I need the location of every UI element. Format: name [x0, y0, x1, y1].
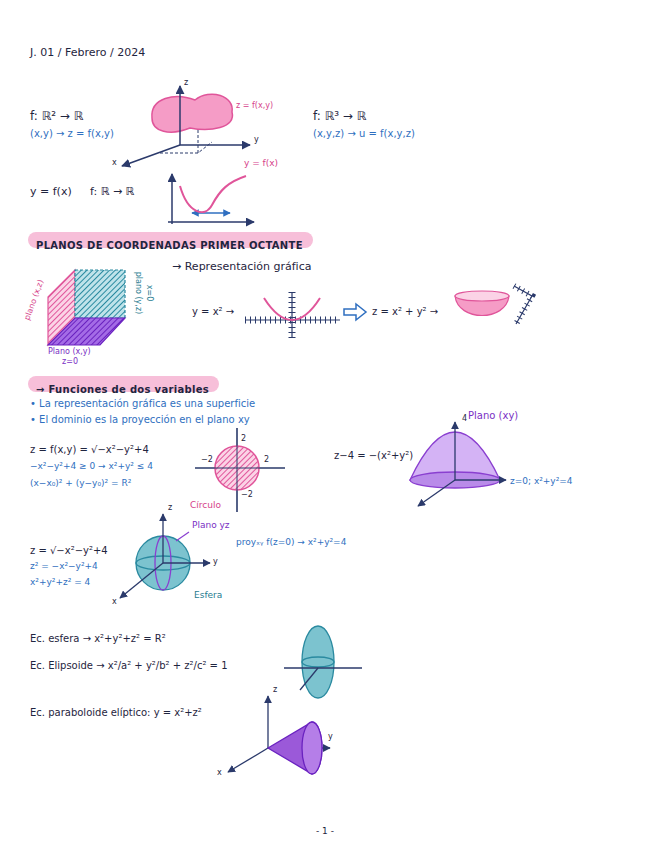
elliptic-paraboloid-part — [228, 748, 268, 772]
graph-label: z = f(x,y) — [236, 101, 273, 110]
elliptic-paraboloid-part — [267, 696, 268, 748]
axis-value: 2 — [241, 434, 246, 443]
function-graph-part — [171, 174, 173, 224]
axis-label: x — [217, 768, 222, 777]
math-note: (x,y) → z = f(x,y) — [30, 128, 114, 140]
math-note: z = f(x,y) = √−x²−y²+4 — [30, 444, 149, 456]
surface-sketch-part — [179, 86, 181, 145]
math-note: f: ℝ² → ℝ — [30, 110, 83, 124]
page-number: - 1 - — [316, 826, 334, 836]
bullet-note: • La representación gráfica es una super… — [30, 398, 255, 410]
ellipsoid-sketch-part — [302, 657, 334, 667]
surface-sketch-part — [152, 94, 233, 132]
surface-sketch-part — [180, 144, 250, 146]
sphere-sketch-part — [163, 562, 210, 563]
ellipsoid-sketch-part — [302, 626, 334, 698]
paraboloid-cap-part — [454, 422, 455, 480]
math-note: x²+y²+z² = 4 — [30, 577, 90, 587]
surface-sketch-part — [160, 142, 212, 153]
math-note: (x,y,z) → u = f(x,y,z) — [313, 128, 415, 140]
plane-label: plano (x,z) — [22, 278, 45, 321]
parabola-graph-part — [455, 291, 509, 301]
elliptic-paraboloid-part — [268, 722, 322, 774]
math-note: Ec. paraboloide elíptico: y = x²+z² — [30, 707, 202, 719]
ellipsoid-sketch — [284, 626, 362, 698]
function-graph-part — [180, 176, 246, 212]
band-text: → Funciones de dos variables — [36, 384, 209, 395]
axis-label: y — [328, 732, 333, 741]
plane-label: z=0 — [62, 357, 78, 366]
highlight-band: → Funciones de dos variables — [28, 376, 219, 392]
date-heading: J. 01 / Febrero / 2024 — [30, 46, 145, 59]
highlight-band: PLANOS DE COORDENADAS PRIMER OCTANTE — [28, 232, 313, 248]
axis-label: z — [184, 78, 188, 87]
circle-domain — [195, 428, 285, 512]
parabola-graph-part — [344, 304, 366, 320]
math-note: Ec. esfera → x²+y²+z² = R² — [30, 633, 166, 645]
coordinate-planes-part — [75, 270, 125, 318]
sphere-sketch-part — [120, 563, 163, 598]
graph-label: Círculo — [190, 500, 221, 510]
axis-label: z — [273, 685, 277, 694]
plane-label: Plano yz — [192, 520, 230, 530]
math-note: z−4 = −(x²+y²) — [334, 450, 413, 462]
sphere-sketch-part — [176, 532, 189, 541]
paraboloid-cap — [410, 422, 506, 506]
math-note: z = x² + y² → — [372, 306, 438, 318]
plane-label: Plano (xy) — [468, 410, 518, 422]
circle-domain-part — [195, 428, 285, 512]
surface-sketch — [122, 86, 250, 166]
math-note: z = √−x²−y²+4 — [30, 545, 108, 557]
math-note: Ec. Elipsoide → x²/a² + y²/b² + z²/c² = … — [30, 660, 228, 672]
axis-label: y — [213, 557, 218, 566]
parabola-graph-part — [291, 292, 292, 338]
paraboloid-cap-part — [455, 479, 506, 480]
axis-label: x — [112, 597, 117, 606]
math-note: f: ℝ → ℝ — [90, 186, 134, 199]
math-note: z=0; x²+y²=4 — [510, 476, 573, 486]
math-note: (x−x₀)² + (y−y₀)² = R² — [30, 478, 131, 488]
math-note: z² = −x²−y²+4 — [30, 561, 98, 571]
plane-label: x=0 — [144, 285, 153, 302]
parabola-graph-part — [514, 286, 532, 324]
elliptic-paraboloid-part — [302, 722, 322, 774]
surface-sketch-part — [198, 130, 199, 153]
coordinate-planes — [48, 270, 125, 345]
parabola-graph-part — [289, 292, 296, 338]
surface-sketch-part — [122, 145, 180, 166]
function-graph-part — [168, 221, 254, 223]
band-text: PLANOS DE COORDENADAS PRIMER OCTANTE — [36, 240, 303, 251]
paraboloid-cap-part — [418, 480, 455, 506]
graph-label: y = f(x) — [244, 158, 278, 168]
ellipsoid-sketch-part — [284, 667, 362, 668]
axis-value: 2 — [264, 455, 269, 464]
plane-label: Plano (x,y) — [48, 347, 91, 356]
parabola-graph — [245, 286, 532, 338]
parabola-graph-part — [514, 286, 532, 324]
axis-value: −2 — [241, 490, 253, 499]
elliptic-paraboloid — [228, 696, 330, 774]
axis-value: −2 — [201, 455, 213, 464]
parabola-graph-part — [264, 298, 320, 320]
math-note: f: ℝ³ → ℝ — [313, 110, 366, 124]
bullet-note: • El dominio es la proyección en el plan… — [30, 414, 250, 426]
coordinate-planes-part — [48, 318, 125, 345]
plane-label: plano (y,z) — [133, 272, 142, 314]
math-note: proyₓᵧ f(z=0) → x²+y²=4 — [236, 537, 346, 547]
function-graph — [168, 174, 254, 224]
math-note: y = x² → — [192, 306, 234, 318]
axis-label: x — [112, 158, 117, 167]
math-note: y = f(x) — [30, 186, 72, 199]
section-note: → Representación gráfica — [172, 261, 311, 274]
ellipsoid-sketch-part — [300, 668, 318, 690]
axis-value: 4 — [462, 414, 467, 423]
math-note: −x²−y²+4 ≥ 0 → x²+y² ≤ 4 — [30, 461, 153, 471]
axis-label: z — [168, 503, 172, 512]
axis-label: y — [254, 135, 259, 144]
sphere-sketch-part — [162, 514, 163, 563]
graph-label: Esfera — [194, 590, 222, 600]
